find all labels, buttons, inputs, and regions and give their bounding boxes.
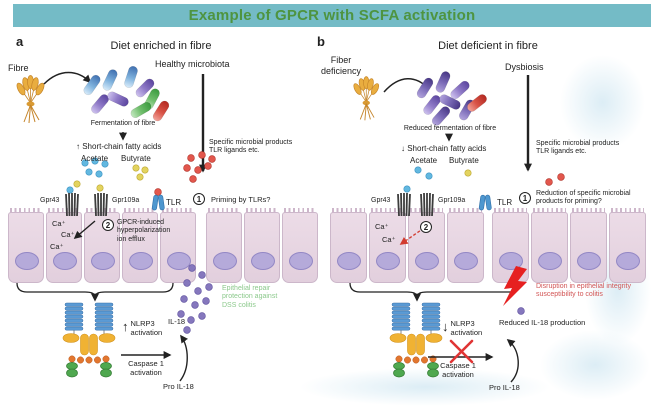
acetate-label: Acetate <box>410 156 438 165</box>
title-band: Example of GPCR with SCFA activation <box>13 4 651 27</box>
epithelial-cell <box>570 208 607 283</box>
step2-badge: 2 <box>102 219 114 231</box>
gpr109a-label: Gpr109a <box>438 197 466 204</box>
bacteria-cluster-healthy <box>83 66 170 122</box>
nlrp3-text: NLRP3 activation <box>130 319 163 337</box>
gpr109a-label: Gpr109a <box>112 197 140 204</box>
calcium-label: Ca⁺ <box>375 222 389 231</box>
dysbiosis-label: Dysbiosis <box>505 62 544 72</box>
microbial-products-label: Specific microbial products TLR ligands … <box>536 140 620 156</box>
outcome-text: Disruption in epithelial integrity susce… <box>536 283 631 299</box>
brace <box>349 282 521 298</box>
tlr-label: TLR <box>497 198 513 207</box>
page-title: Example of GPCR with SCFA activation <box>188 7 476 24</box>
il18-label: IL-18 <box>168 317 186 326</box>
watermark <box>540 330 650 400</box>
acetate-dots <box>403 166 433 193</box>
watermark <box>560 55 645 150</box>
epithelium-b <box>330 208 648 283</box>
epithelial-cell <box>330 208 367 283</box>
pro-il18-label: Pro IL-18 <box>489 383 520 392</box>
caspase-label: Caspase 1 activation <box>128 359 164 377</box>
nlrp3-text: NLRP3 activation <box>450 319 483 337</box>
fibre-label: Fibre <box>8 63 29 73</box>
fibre-to-bacteria-arrow <box>383 78 430 93</box>
acetate-label: Acetate <box>81 154 109 163</box>
brace <box>16 282 174 298</box>
panel-b-label: b <box>317 34 325 49</box>
fibre-to-bacteria-arrow <box>43 71 92 85</box>
calcium-label: Ca⁺ <box>382 235 396 244</box>
fermentation-label: Fermentation of fibre <box>90 120 156 127</box>
epithelial-cell <box>492 208 529 283</box>
epithelial-cell <box>447 208 484 283</box>
epithelial-cell <box>122 208 158 283</box>
calcium-label: Ca⁺ <box>52 219 66 228</box>
step1-text: Priming by TLRs? <box>211 195 271 204</box>
pro-il18-label: Pro IL-18 <box>163 382 194 391</box>
step2-badge: 2 <box>420 221 432 233</box>
epithelial-cell <box>8 208 44 283</box>
bacteria-cluster-dysbiosis <box>416 71 487 126</box>
nlrp3-activation: ↑ NLRP3 activation <box>122 319 163 338</box>
gpr43-label: Gpr43 <box>40 197 60 204</box>
nlrp3-inflammasome <box>62 302 116 378</box>
epithelial-cell <box>282 208 318 283</box>
fiber-deficiency-label: Fiber deficiency <box>320 55 362 76</box>
il18-dot <box>517 307 525 315</box>
pro-il18-arrow <box>179 334 188 382</box>
gpr43-label: Gpr43 <box>371 197 391 204</box>
scfa-label: ↓ Short-chain fatty acids <box>401 144 487 153</box>
healthy-microbiota-label: Healthy microbiota <box>155 59 230 69</box>
step2-text: GPCR-induced hyperpolarization ion efflu… <box>117 219 171 243</box>
down-arrow-icon: ↓ <box>442 319 449 334</box>
reduced-il18-label: Reduced IL-18 production <box>499 318 586 327</box>
tlr-label: TLR <box>166 198 182 207</box>
butyrate-dots <box>464 169 472 177</box>
step1-badge: 1 <box>519 192 531 204</box>
microbial-products-label: Specific microbial products TLR ligands … <box>209 139 293 155</box>
caspase-label: Caspase 1 activation <box>440 361 476 379</box>
scfa-label: ↑ Short-chain fatty acids <box>76 142 162 151</box>
step1-badge: 1 <box>193 193 205 205</box>
microbial-product-dots <box>545 173 565 186</box>
calcium-label: Ca⁺ <box>50 242 64 251</box>
wheat-icon <box>14 75 47 124</box>
epithelial-cell <box>206 208 242 283</box>
calcium-label: Ca⁺ <box>61 230 75 239</box>
panel-a-heading: Diet enriched in fibre <box>110 40 212 52</box>
butyrate-dots <box>73 164 149 192</box>
nlrp3-activation: ↓ NLRP3 activation <box>442 319 483 338</box>
epithelial-cell <box>369 208 406 283</box>
epithelial-cell <box>244 208 280 283</box>
wheat-icon <box>351 76 381 121</box>
butyrate-label: Butyrate <box>449 156 479 165</box>
red-cross-icon <box>449 339 474 364</box>
outcome-text: Epithelial repair protection against DSS… <box>222 285 278 309</box>
butyrate-label: Butyrate <box>121 154 151 163</box>
fermentation-label: Reduced fermentation of fibre <box>403 125 497 132</box>
step1-text: Reduction of specific microbial products… <box>536 190 631 206</box>
panel-a-label: a <box>16 34 24 49</box>
up-arrow-icon: ↑ <box>122 319 129 334</box>
epithelial-cell <box>531 208 568 283</box>
epithelial-cell <box>609 208 646 283</box>
microbial-product-dots <box>154 151 216 196</box>
panel-b-heading: Diet deficient in fibre <box>438 40 538 52</box>
epithelium-a <box>8 208 320 283</box>
